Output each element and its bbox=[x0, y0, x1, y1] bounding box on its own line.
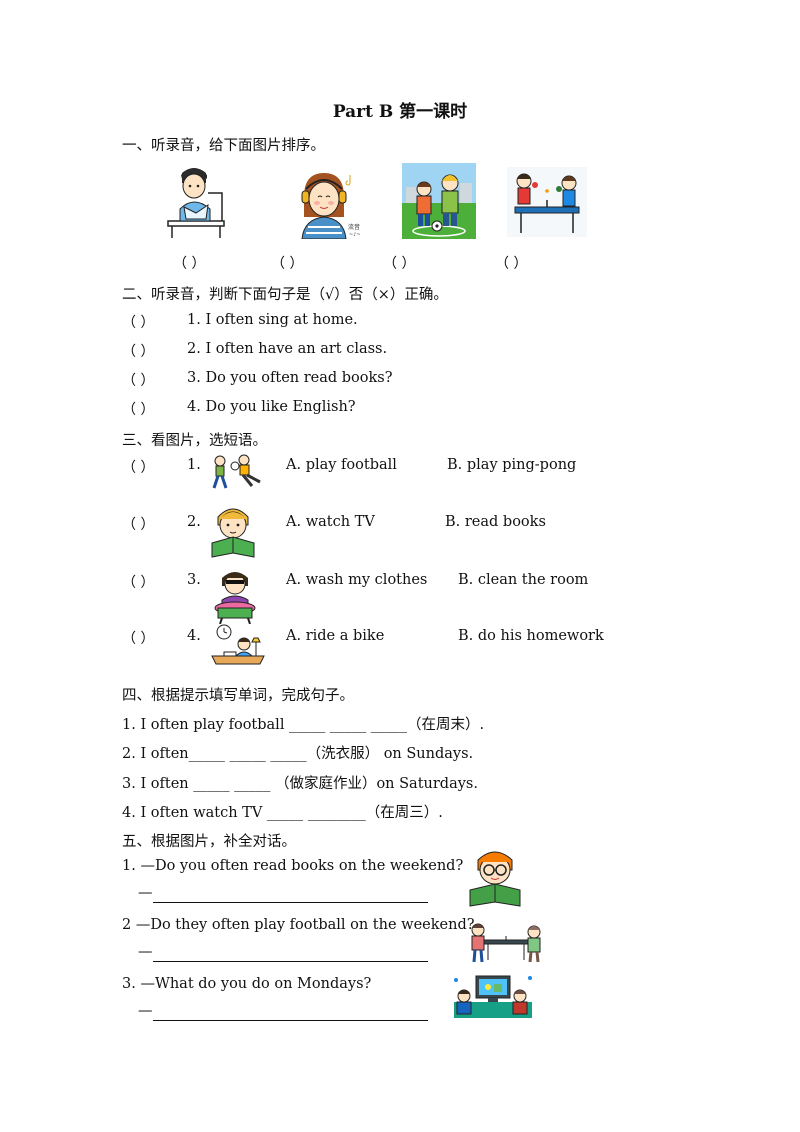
choice-2-option-b[interactable]: B. read books bbox=[445, 514, 546, 530]
fill-sentence-2[interactable]: 2. I often_____ _____ _____（洗衣服） on Sund… bbox=[122, 746, 474, 762]
homework-desk-icon bbox=[210, 622, 266, 666]
section3-heading: 三、看图片，选短语。 bbox=[122, 433, 267, 449]
dialogue-dash-3: — bbox=[138, 1003, 153, 1019]
judge-sentence-1: 1. I often sing at home. bbox=[187, 312, 358, 328]
kids-ping-pong-icon bbox=[507, 167, 587, 237]
choice-blank-2[interactable]: （ ） bbox=[122, 517, 155, 533]
order-blank-3[interactable]: （ ） bbox=[383, 256, 416, 272]
section1-heading: 一、听录音，给下面图片排序。 bbox=[122, 138, 325, 154]
girl-headphones-icon: 流音 ~♪~ bbox=[292, 167, 366, 239]
judge-blank-1[interactable]: （ ） bbox=[122, 315, 155, 331]
page-title: Part B 第一课时 bbox=[332, 102, 468, 122]
dialogue-question-2: 2 —Do they often play football on the we… bbox=[122, 917, 475, 933]
judge-blank-3[interactable]: （ ） bbox=[122, 373, 155, 389]
family-watching-tv-icon bbox=[454, 972, 532, 1018]
choice-4-option-a[interactable]: A. ride a bike bbox=[286, 628, 385, 644]
dialogue-dash-1: — bbox=[138, 885, 153, 901]
choice-1-option-b[interactable]: B. play ping-pong bbox=[447, 457, 577, 473]
section5-heading: 五、根据图片，补全对话。 bbox=[122, 834, 296, 850]
fill-sentence-3[interactable]: 3. I often _____ _____ （做家庭作业）on Saturda… bbox=[122, 776, 478, 792]
dialogue-question-1: 1. —Do you often read books on the weeke… bbox=[122, 858, 464, 874]
choice-num-1: 1. bbox=[187, 457, 201, 473]
fill-sentence-4[interactable]: 4. I often watch TV _____ ________（在周三）. bbox=[122, 805, 443, 821]
answer-line-1[interactable] bbox=[153, 902, 428, 903]
dialogue-dash-2: — bbox=[138, 944, 153, 960]
dialogue-question-3: 3. —What do you do on Mondays? bbox=[122, 976, 372, 992]
choice-3-option-a[interactable]: A. wash my clothes bbox=[286, 572, 428, 588]
judge-sentence-2: 2. I often have an art class. bbox=[187, 341, 388, 357]
order-blank-1[interactable]: （ ） bbox=[173, 256, 206, 272]
kids-table-tennis-icon bbox=[466, 920, 546, 964]
girl-washing-clothes-icon bbox=[210, 566, 260, 624]
choice-2-option-a[interactable]: A. watch TV bbox=[286, 514, 375, 530]
answer-line-3[interactable] bbox=[153, 1020, 428, 1021]
judge-blank-2[interactable]: （ ） bbox=[122, 344, 155, 360]
choice-num-4: 4. bbox=[187, 628, 201, 644]
choice-num-2: 2. bbox=[187, 514, 201, 530]
section4-heading: 四、根据提示填写单词，完成句子。 bbox=[122, 688, 354, 704]
judge-sentence-3: 3. Do you often read books? bbox=[187, 370, 393, 386]
boy-reading-icon bbox=[166, 163, 226, 239]
choice-1-option-a[interactable]: A. play football bbox=[286, 457, 397, 473]
judge-blank-4[interactable]: （ ） bbox=[122, 402, 155, 418]
choice-blank-1[interactable]: （ ） bbox=[122, 460, 155, 476]
judge-sentence-4: 4. Do you like English? bbox=[187, 399, 356, 415]
answer-line-2[interactable] bbox=[153, 961, 428, 962]
order-blank-4[interactable]: （ ） bbox=[495, 256, 528, 272]
order-blank-2[interactable]: （ ） bbox=[271, 256, 304, 272]
choice-num-3: 3. bbox=[187, 572, 201, 588]
choice-blank-3[interactable]: （ ） bbox=[122, 575, 155, 591]
kids-football-icon bbox=[402, 163, 476, 239]
kids-playing-football-icon bbox=[206, 452, 264, 492]
fill-sentence-1[interactable]: 1. I often play football _____ _____ ___… bbox=[122, 717, 485, 733]
svg-text:流音: 流音 bbox=[348, 223, 360, 231]
choice-blank-4[interactable]: （ ） bbox=[122, 631, 155, 647]
boy-reading-book-icon bbox=[208, 503, 258, 559]
section2-heading: 二、听录音，判断下面句子是（√）否（×）正确。 bbox=[122, 287, 448, 303]
svg-text:~♪~: ~♪~ bbox=[349, 232, 361, 238]
boy-glasses-reading-icon bbox=[466, 846, 524, 910]
choice-3-option-b[interactable]: B. clean the room bbox=[458, 572, 589, 588]
choice-4-option-b[interactable]: B. do his homework bbox=[458, 628, 604, 644]
